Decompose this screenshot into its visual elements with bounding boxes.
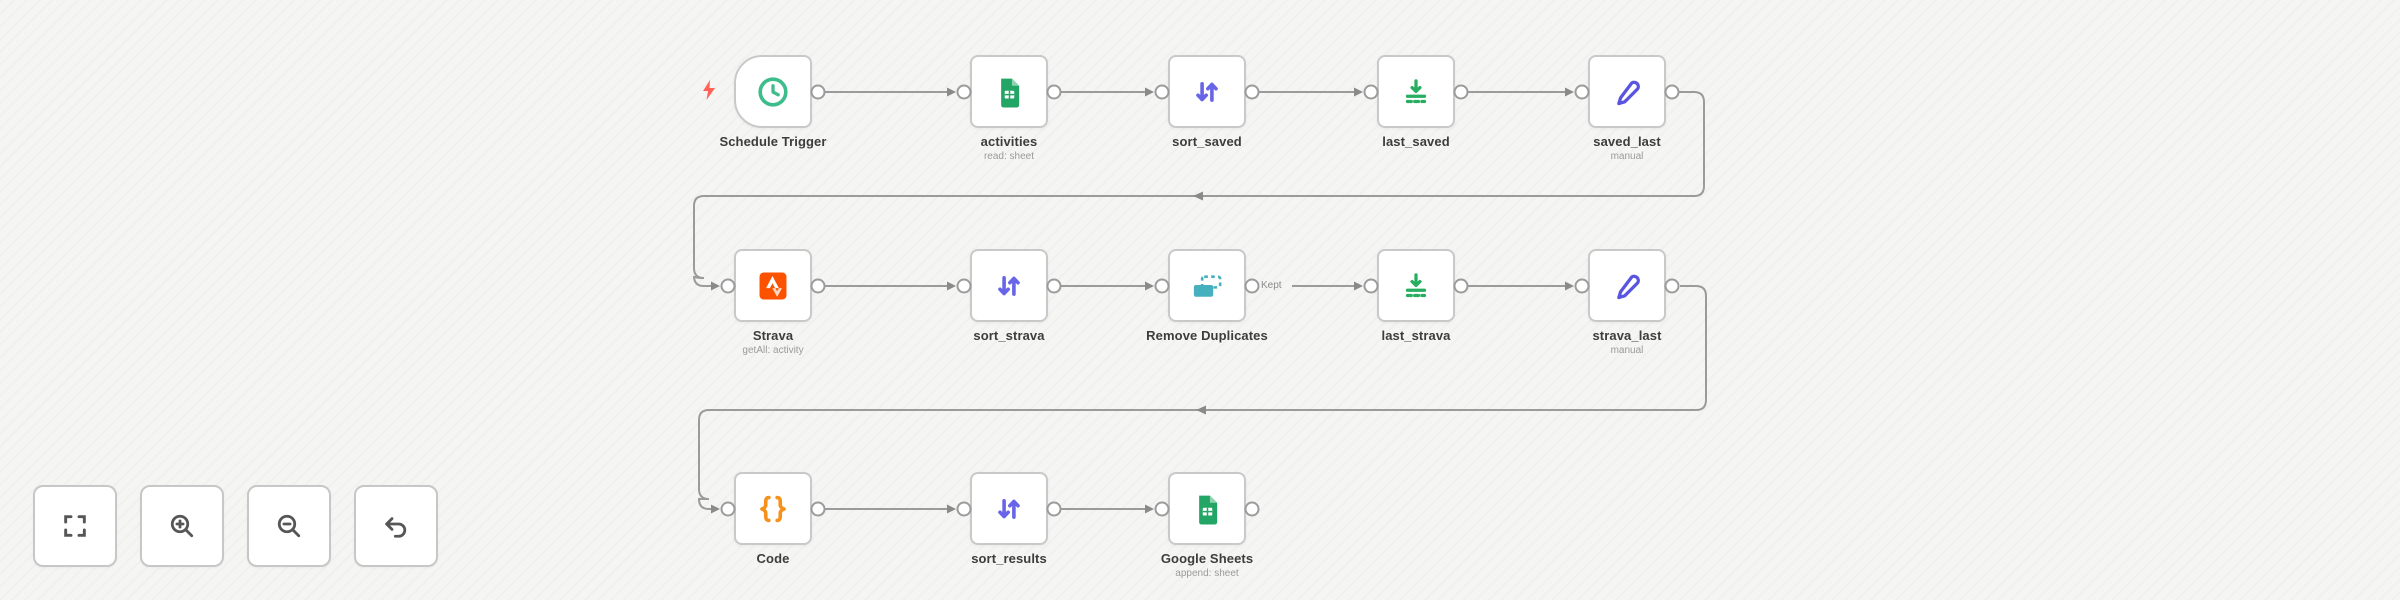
node-title: activities: [980, 134, 1038, 149]
zoom-to-fit-icon: [64, 515, 86, 537]
input-port: [1154, 501, 1170, 517]
node-title: Strava: [752, 328, 794, 343]
node-title: last_strava: [1381, 328, 1451, 343]
output-port: [1046, 501, 1062, 517]
node-box[interactable]: [970, 472, 1048, 545]
input-port: [956, 84, 972, 100]
connection-wrap[interactable]: [697, 285, 1707, 510]
zoom-in-button[interactable]: [140, 485, 224, 567]
reset-zoom-button[interactable]: [354, 485, 438, 567]
output-port: [1244, 501, 1260, 517]
output-port: [1453, 84, 1469, 100]
input-port: [1363, 84, 1379, 100]
node-remove-duplicates[interactable]: Remove Duplicates: [1146, 249, 1268, 343]
zoom-to-fit-button[interactable]: [33, 485, 117, 567]
sort-arrows-icon: [998, 498, 1020, 519]
limit-icon: [1405, 272, 1427, 297]
output-port: [1244, 278, 1260, 294]
input-port: [1574, 84, 1590, 100]
node-code[interactable]: Code: [734, 472, 812, 566]
input-port: [956, 501, 972, 517]
node-box[interactable]: [1588, 55, 1666, 128]
input-port: [720, 501, 736, 517]
node-subtitle: append: sheet: [1175, 568, 1239, 579]
node-box[interactable]: [1168, 55, 1246, 128]
node-title: Google Sheets: [1160, 551, 1254, 566]
node-sort-saved[interactable]: sort_saved: [1168, 55, 1246, 149]
output-port: [1046, 278, 1062, 294]
input-port: [956, 278, 972, 294]
node-last-saved[interactable]: last_saved: [1377, 55, 1455, 149]
node-strava-last[interactable]: strava_last manual: [1588, 249, 1666, 356]
input-port: [720, 278, 736, 294]
strava-icon: [759, 272, 787, 299]
node-subtitle: getAll: activity: [742, 345, 804, 356]
zoom-out-button[interactable]: [247, 485, 331, 567]
node-last-strava[interactable]: last_strava: [1377, 249, 1455, 343]
node-box[interactable]: [734, 249, 812, 322]
sort-arrows-icon: [1196, 81, 1218, 102]
node-google-sheets[interactable]: Google Sheets append: sheet: [1161, 472, 1253, 579]
node-title: sort_strava: [973, 328, 1045, 343]
input-port: [1154, 278, 1170, 294]
limit-icon: [1405, 78, 1427, 103]
node-box[interactable]: [1168, 249, 1246, 322]
node-title: Schedule Trigger: [719, 134, 827, 149]
remove-duplicates-icon: [1193, 274, 1222, 297]
node-box[interactable]: [1588, 249, 1666, 322]
node-title: Code: [756, 551, 790, 566]
input-port: [1574, 278, 1590, 294]
code-braces-icon: [760, 495, 786, 522]
node-subtitle: read: sheet: [983, 151, 1035, 162]
output-port: [810, 84, 826, 100]
sort-arrows-icon: [998, 275, 1020, 296]
output-port: [1453, 278, 1469, 294]
connection-output-label-kept: Kept: [1261, 280, 1282, 291]
node-box[interactable]: [734, 55, 812, 128]
google-sheets-icon: [1001, 78, 1020, 108]
pencil-icon: [1617, 80, 1640, 105]
node-title: sort_saved: [1172, 134, 1242, 149]
output-port: [1244, 84, 1260, 100]
output-port: [1664, 84, 1680, 100]
output-port: [1046, 84, 1062, 100]
node-title: last_saved: [1382, 134, 1450, 149]
output-port: [1664, 278, 1680, 294]
node-sort-results[interactable]: sort_results: [970, 472, 1048, 566]
connection-wrap[interactable]: [693, 91, 1705, 287]
node-box[interactable]: [734, 472, 812, 545]
node-title: strava_last: [1592, 328, 1662, 343]
node-box[interactable]: [970, 55, 1048, 128]
node-strava[interactable]: Strava getAll: activity: [734, 249, 812, 356]
zoom-out-icon: [277, 514, 301, 538]
google-sheets-icon: [1199, 495, 1218, 525]
node-title: sort_results: [971, 551, 1047, 566]
output-port: [810, 278, 826, 294]
lightning-bolt-icon: [703, 80, 715, 100]
node-sort-strava[interactable]: sort_strava: [970, 249, 1048, 343]
node-title: saved_last: [1593, 134, 1661, 149]
reset-zoom-icon: [385, 517, 407, 538]
node-box[interactable]: [970, 249, 1048, 322]
zoom-in-icon: [170, 514, 194, 538]
node-box[interactable]: [1168, 472, 1246, 545]
node-box[interactable]: [1377, 249, 1455, 322]
input-port: [1363, 278, 1379, 294]
node-activities[interactable]: activities read: sheet: [970, 55, 1048, 162]
node-saved-last[interactable]: saved_last manual: [1588, 55, 1666, 162]
node-subtitle: manual: [1610, 151, 1644, 162]
node-schedule-trigger[interactable]: Schedule Trigger: [719, 55, 826, 149]
node-title: Remove Duplicates: [1146, 328, 1268, 343]
input-port: [1154, 84, 1170, 100]
node-box[interactable]: [1377, 55, 1455, 128]
clock-icon: [758, 76, 788, 107]
node-subtitle: manual: [1610, 345, 1644, 356]
output-port: [810, 501, 826, 517]
pencil-icon: [1617, 274, 1640, 299]
canvas-controls: [33, 485, 438, 567]
